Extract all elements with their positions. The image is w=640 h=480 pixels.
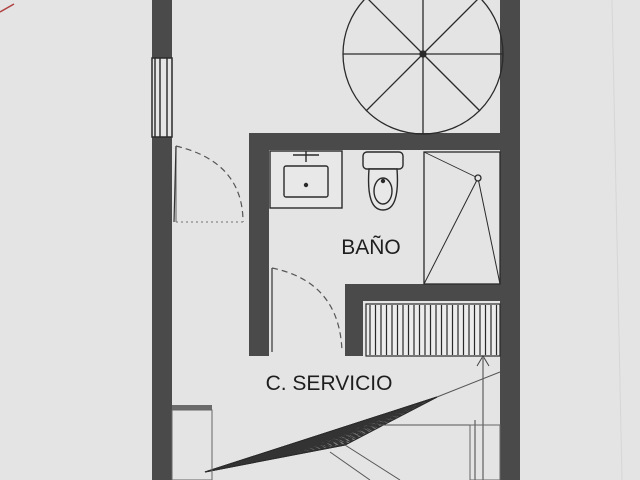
spiral-staircase — [342, 0, 504, 135]
wall-left-lower — [152, 137, 172, 480]
room-label-servicio: C. SERVICIO — [265, 372, 393, 395]
stair-flight — [365, 303, 501, 357]
window — [151, 57, 173, 138]
walls — [152, 0, 520, 480]
wall-stair-top — [345, 284, 500, 301]
wall-stair-left — [345, 284, 363, 356]
stair-treads — [369, 305, 498, 355]
lower-lines — [171, 371, 501, 480]
page-edge-line — [611, 0, 623, 480]
wall-bath-left-upper — [249, 133, 269, 263]
corner-mark — [0, 3, 15, 13]
door-left — [173, 145, 244, 223]
toilet — [362, 151, 404, 211]
door-bathroom — [271, 267, 343, 353]
wall-bath-left-lower — [249, 263, 269, 356]
wall-left-upper — [152, 0, 172, 58]
ramp-hatch — [204, 396, 438, 473]
room-label-bano: BAÑO — [341, 236, 401, 259]
wall-right — [500, 0, 520, 480]
washbasin — [269, 150, 343, 209]
wall-bottom-stub — [172, 405, 212, 410]
shower — [423, 151, 501, 285]
wall-bath-top — [249, 133, 500, 150]
stair-arrow — [474, 355, 490, 480]
